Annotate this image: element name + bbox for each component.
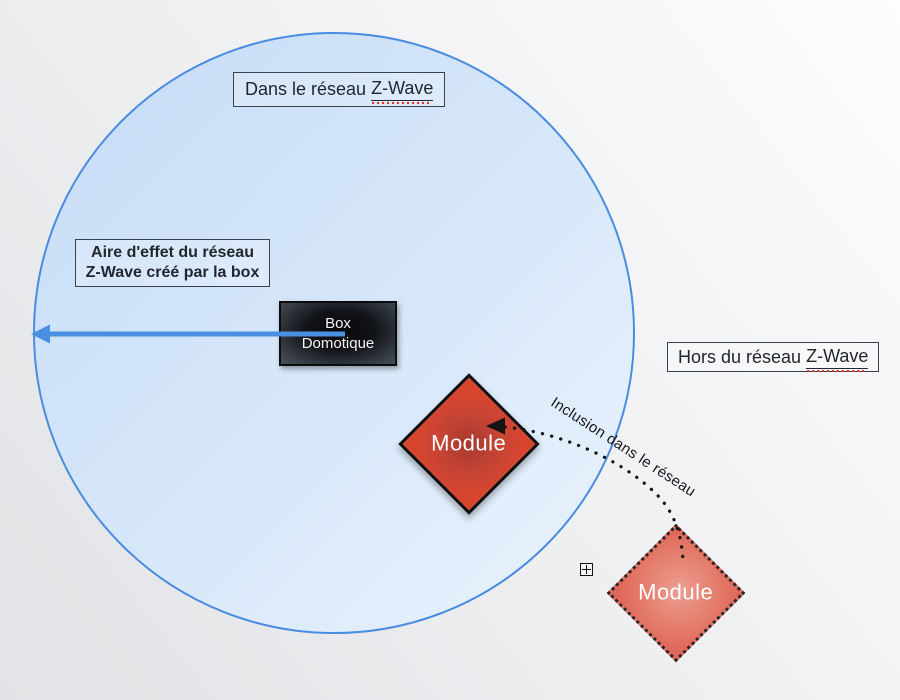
inside-network-label-term: Z-Wave (371, 78, 434, 104)
box-domotique-line1: Box (325, 314, 351, 332)
area-effect-label-line2: Z-Wave créé par la box (85, 264, 260, 281)
area-effect-label: Aire d'effet du réseau Z-Wave créé par l… (75, 239, 270, 287)
box-domotique-line2: Domotique (301, 334, 375, 352)
outside-network-label: Hors du réseau Z-Wave (667, 342, 880, 372)
area-effect-label-line1: Aire d'effet du réseau (91, 244, 254, 261)
module-outside-diamond: Module (606, 523, 746, 663)
module-inside-label: Module (431, 431, 507, 456)
module-outside-label: Module (638, 580, 714, 605)
outside-network-label-term: Z-Wave (806, 346, 869, 372)
inside-network-label-text: Dans le réseau (245, 79, 372, 99)
box-domotique: Box Domotique (279, 301, 397, 366)
plus-in-square-icon (580, 563, 593, 576)
inside-network-label: Dans le réseau Z-Wave (233, 72, 446, 107)
outside-network-label-text: Hors du réseau (678, 346, 807, 367)
